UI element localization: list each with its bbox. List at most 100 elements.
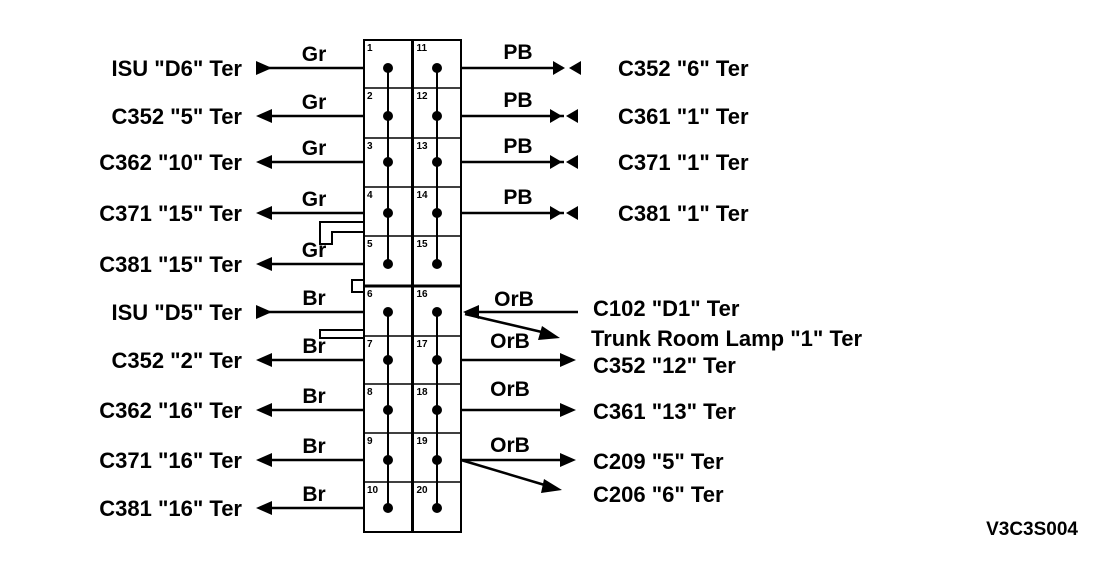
wire-color-label: PB [503, 135, 532, 158]
terminal-label: C209 "5" Ter [593, 449, 724, 474]
arrow-out-icon [256, 155, 272, 169]
arrow-left-icon [566, 206, 578, 220]
wire-color-label: Br [302, 335, 325, 358]
junction-dot [432, 111, 442, 121]
terminal-label: C361 "1" Ter [618, 104, 749, 129]
arrow-right-icon [550, 155, 562, 169]
terminal-label: C352 "5" Ter [111, 104, 242, 129]
wire-color-label: PB [503, 41, 532, 64]
wire-color-label: PB [503, 89, 532, 112]
figure-code: V3C3S004 [986, 519, 1078, 540]
junction-dot [432, 405, 442, 415]
wire-color-label: OrB [490, 434, 530, 457]
wire-color-label: Br [302, 435, 325, 458]
arrow-out-icon [256, 453, 272, 467]
pin-number: 7 [367, 339, 373, 350]
terminal-label: C352 "12" Ter [593, 353, 736, 378]
wire-color-label: PB [503, 186, 532, 209]
pin-number: 19 [417, 436, 429, 447]
arrow-out-icon [256, 353, 272, 367]
wire-color-label: Gr [302, 188, 327, 211]
junction-dot [383, 405, 393, 415]
arrow-out-icon [256, 206, 272, 220]
arrow-in-icon [256, 305, 272, 319]
terminal-label: C362 "10" Ter [99, 150, 242, 175]
junction-dot [432, 157, 442, 167]
arrow-out-icon [256, 403, 272, 417]
junction-dot [432, 208, 442, 218]
arrow-out-icon [541, 479, 562, 493]
arrow-out-icon [256, 501, 272, 515]
pin-number: 4 [367, 190, 373, 201]
junction-dot [383, 307, 393, 317]
wire-color-label: OrB [490, 378, 530, 401]
arrow-out-icon [560, 453, 576, 467]
junction-dot [383, 63, 393, 73]
terminal-label: C362 "16" Ter [99, 398, 242, 423]
junction-dot [432, 503, 442, 513]
wire-color-label: Gr [302, 239, 327, 262]
junction-dot [383, 157, 393, 167]
pin-number: 15 [417, 239, 429, 250]
arrow-in-icon [256, 61, 272, 75]
pin-number: 8 [367, 387, 373, 398]
junction-dot [432, 63, 442, 73]
branch-wire [464, 312, 547, 335]
arrow-left-icon [569, 61, 581, 75]
arrow-out-icon [560, 353, 576, 367]
pin-number: 18 [417, 387, 429, 398]
pin-number: 10 [367, 485, 379, 496]
terminal-label: C381 "16" Ter [99, 496, 242, 521]
pin-number: 14 [417, 190, 429, 201]
arrow-out-icon [256, 257, 272, 271]
pin-number: 9 [367, 436, 373, 447]
wire-color-label: OrB [490, 330, 530, 353]
pin-number: 1 [367, 43, 373, 54]
pin-number: 5 [367, 239, 373, 250]
terminal-label: C361 "13" Ter [593, 399, 736, 424]
terminal-label: C371 "1" Ter [618, 150, 749, 175]
pin-number: 17 [417, 339, 429, 350]
arrow-left-icon [566, 155, 578, 169]
junction-dot [383, 111, 393, 121]
terminal-label: C381 "15" Ter [99, 252, 242, 277]
junction-dot [383, 503, 393, 513]
pin-number: 11 [417, 43, 428, 54]
terminal-label: C381 "1" Ter [618, 201, 749, 226]
branch-wire [460, 458, 549, 488]
wire-color-label: Gr [302, 91, 327, 114]
pin-number: 6 [367, 289, 373, 300]
pin-number: 16 [417, 289, 429, 300]
jumper-wire [351, 279, 364, 293]
wire-color-label: Gr [302, 137, 327, 160]
terminal-label: ISU "D5" Ter [112, 300, 243, 325]
junction-dot [432, 259, 442, 269]
wire-color-label: Br [302, 287, 325, 310]
wire-color-label: OrB [494, 288, 534, 311]
arrow-right-icon [550, 206, 562, 220]
junction-dot [432, 355, 442, 365]
terminal-label: C206 "6" Ter [593, 482, 724, 507]
arrow-out-icon [256, 109, 272, 123]
wire-color-label: Br [302, 385, 325, 408]
pin-number: 13 [417, 141, 429, 152]
arrow-out-icon [560, 403, 576, 417]
junction-dot [383, 355, 393, 365]
junction-dot [432, 455, 442, 465]
terminal-label: C352 "6" Ter [618, 56, 749, 81]
arrow-right-icon [553, 61, 565, 75]
junction-dot [432, 307, 442, 317]
junction-dot [383, 208, 393, 218]
junction-dot [383, 455, 393, 465]
pin-number: 12 [417, 91, 429, 102]
terminal-label: C102 "D1" Ter [593, 296, 740, 321]
pin-number: 20 [417, 485, 429, 496]
terminal-label: C371 "15" Ter [99, 201, 242, 226]
pin-number: 2 [367, 91, 373, 102]
wire-color-label: Br [302, 483, 325, 506]
terminal-label: Trunk Room Lamp "1" Ter [591, 326, 862, 351]
